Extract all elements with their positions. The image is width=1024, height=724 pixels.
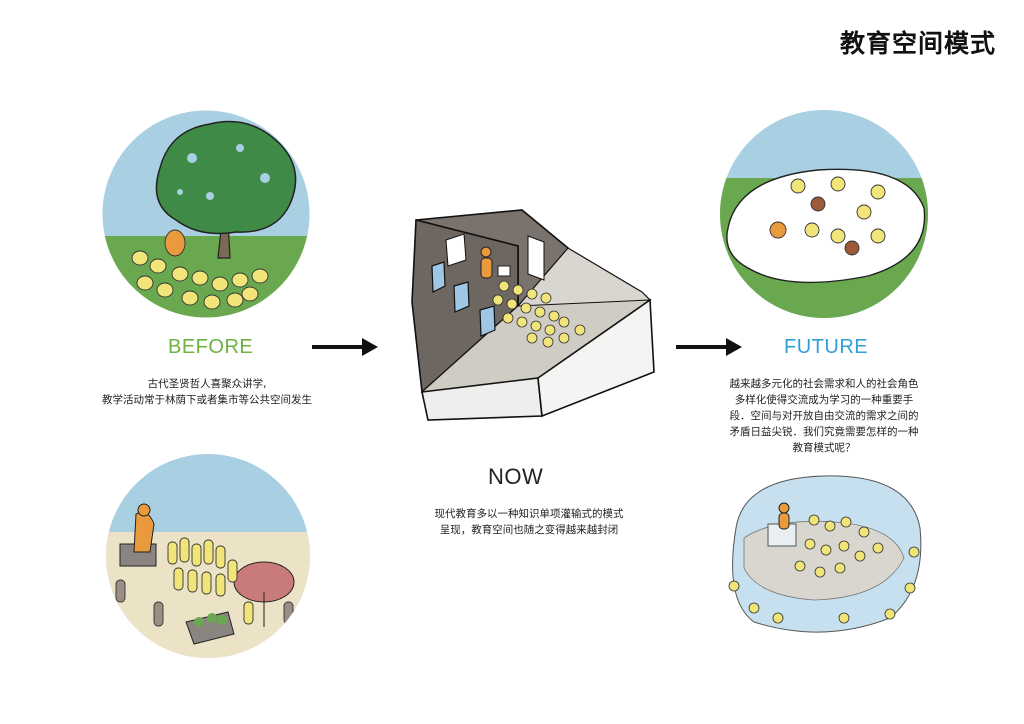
seated-crowd	[131, 229, 269, 310]
future-description: 越来越多元化的社会需求和人的社会角色 多样化使得交流成为学习的一种重要手 段．空…	[729, 378, 919, 454]
before-description: 古代圣贤哲人喜聚众讲学, 教学活动常于林荫下或者集市等公共空间发生	[102, 378, 312, 406]
student-rows	[492, 280, 586, 348]
now-classroom-scene	[411, 209, 655, 421]
market-crowd	[167, 537, 254, 625]
pavilion-crowd	[728, 514, 920, 624]
before-market-scene	[106, 454, 310, 658]
page-title: 教育空间模式	[839, 29, 996, 58]
future-pavilion-scene	[728, 475, 922, 633]
before-label: BEFORE	[168, 336, 254, 358]
future-label: FUTURE	[784, 336, 869, 358]
future-discussion-scene	[720, 110, 928, 318]
arrow-right-icon	[676, 338, 742, 356]
tree-icon	[155, 120, 297, 259]
before-tree-scene	[101, 109, 311, 319]
arrow-right-icon	[312, 338, 378, 356]
discussion-group	[769, 176, 886, 256]
now-label: NOW	[488, 464, 544, 489]
now-description: 现代教育多以一种知识单项灌输式的模式 呈现，教育空间也随之变得越来越封闭	[434, 508, 624, 536]
